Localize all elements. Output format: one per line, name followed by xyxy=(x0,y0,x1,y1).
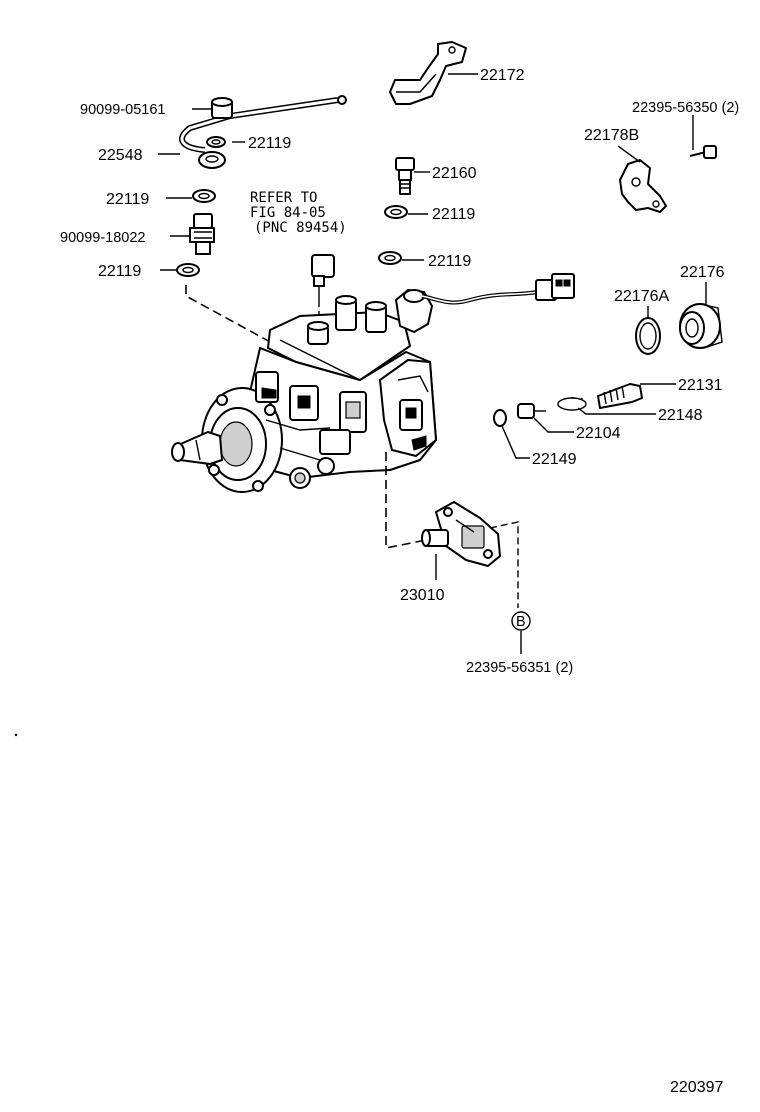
label-22178B: 22178B xyxy=(584,127,639,144)
label-22149: 22149 xyxy=(532,451,577,468)
piston-22104-icon xyxy=(517,403,546,419)
banjo-fitting-icon xyxy=(198,151,226,169)
label-22131: 22131 xyxy=(678,377,723,394)
bracket-22172-icon xyxy=(389,41,467,105)
label-23010: 23010 xyxy=(400,587,445,604)
label-22119-b: 22119 xyxy=(106,191,149,208)
callout-marker-b xyxy=(511,611,531,631)
label-22395-56350: 22395-56350 (2) xyxy=(632,100,739,116)
label-22119-e: 22119 xyxy=(98,263,141,280)
label-22176A: 22176A xyxy=(614,288,669,305)
o-ring-22176A-icon xyxy=(635,317,661,355)
label-22176: 22176 xyxy=(680,264,725,281)
diagram-number: 220397 xyxy=(670,1079,723,1096)
label-22160: 22160 xyxy=(432,165,477,182)
label-22148: 22148 xyxy=(658,407,703,424)
label-22395-56351: 22395-56351 (2) xyxy=(466,660,573,676)
washer-icon xyxy=(378,251,402,265)
bracket-22178B-icon xyxy=(619,159,667,213)
plug-22149-icon xyxy=(493,409,507,427)
marker-b-letter: B xyxy=(516,614,526,630)
injection-pump-icon xyxy=(171,289,437,493)
label-22104: 22104 xyxy=(576,425,621,442)
washer-icon xyxy=(176,263,200,277)
overflow-valve-icon xyxy=(189,213,215,255)
sensor-icon xyxy=(311,254,335,320)
bolt-22395-icon xyxy=(689,145,717,159)
spring-22148-icon xyxy=(557,397,587,411)
label-22119-a: 22119 xyxy=(248,135,291,152)
timer-control-valve-23010-icon xyxy=(421,501,501,567)
label-90099-05161: 90099-05161 xyxy=(80,102,165,118)
washer-icon xyxy=(192,189,216,203)
bolt-22160-icon xyxy=(395,157,415,195)
refer-note-line2: FIG 84-05 xyxy=(250,205,326,221)
refer-note-line3: (PNC 89454) xyxy=(254,220,347,236)
label-22548: 22548 xyxy=(98,147,143,164)
banjo-bolt-cap-icon xyxy=(211,97,233,119)
washer-icon xyxy=(384,205,408,219)
nut-22176-icon xyxy=(679,303,723,349)
label-22119-d: 22119 xyxy=(428,253,471,270)
label-22172: 22172 xyxy=(480,67,525,84)
refer-note-line1: REFER TO xyxy=(250,190,317,206)
label-90099-18022: 90099-18022 xyxy=(60,230,145,246)
connector-icon xyxy=(535,273,575,301)
screw-22131-icon xyxy=(597,383,643,409)
pipe-22548 xyxy=(179,95,347,153)
label-22119-c: 22119 xyxy=(432,206,475,223)
gasket-ring-icon xyxy=(206,136,226,148)
